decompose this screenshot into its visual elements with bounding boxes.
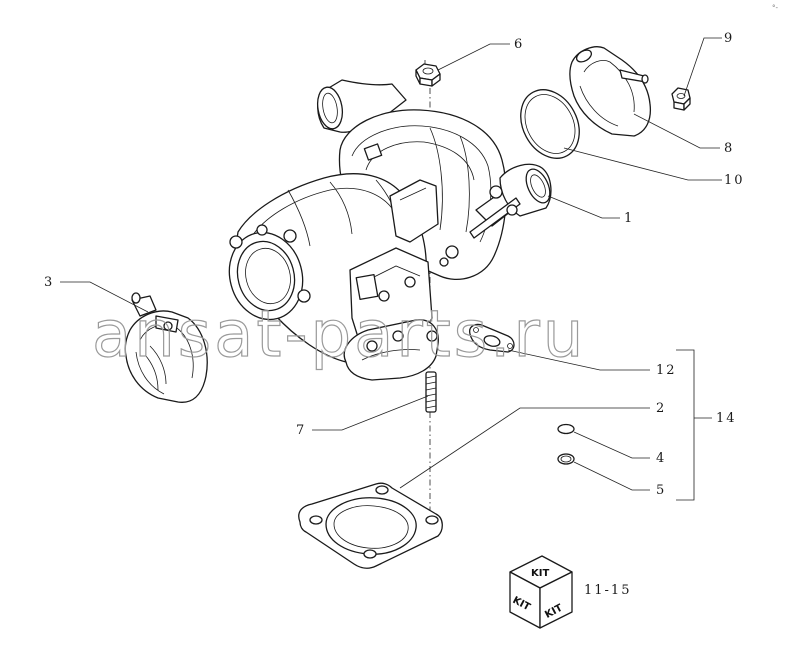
- o-ring-part-10: [520, 89, 580, 159]
- callout-9: 9: [724, 31, 734, 46]
- seal-ring-part-5: [557, 453, 575, 465]
- callout-4: 4: [656, 451, 666, 466]
- corner-mark: °-: [772, 4, 779, 12]
- callout-14: 14: [716, 411, 737, 426]
- turbocharger-assembly: [228, 79, 552, 381]
- callout-12: 12: [656, 363, 677, 378]
- watermark-text: ansat-parts.ru: [92, 298, 586, 372]
- gasket-part-12: [469, 323, 515, 353]
- kit-reference: 11-15: [584, 583, 631, 598]
- callout-7: 7: [296, 423, 306, 438]
- callout-3: 3: [44, 275, 54, 290]
- leader-lines: [60, 37, 722, 501]
- callout-2: 2: [656, 401, 666, 416]
- nut-part-6: [415, 63, 441, 87]
- callout-5: 5: [656, 483, 666, 498]
- flange-gasket-part-2: [298, 482, 443, 569]
- v-band-clamp-part-3: [124, 292, 208, 403]
- callout-10: 10: [724, 173, 745, 188]
- kit-top-label: KIT: [531, 568, 549, 579]
- nut-part-9: [671, 87, 691, 111]
- callout-6: 6: [514, 37, 524, 52]
- stud-part-7: [425, 371, 437, 413]
- kit-cube-icon: KIT KIT KIT: [509, 555, 573, 629]
- callout-labels: 6 9 8 10 1 3 12 7 2 14 4 5: [44, 31, 745, 498]
- v-band-clamp-part-8: [569, 46, 652, 137]
- washer-part-4: [557, 423, 575, 435]
- callout-1: 1: [624, 211, 634, 226]
- callout-8: 8: [724, 141, 734, 156]
